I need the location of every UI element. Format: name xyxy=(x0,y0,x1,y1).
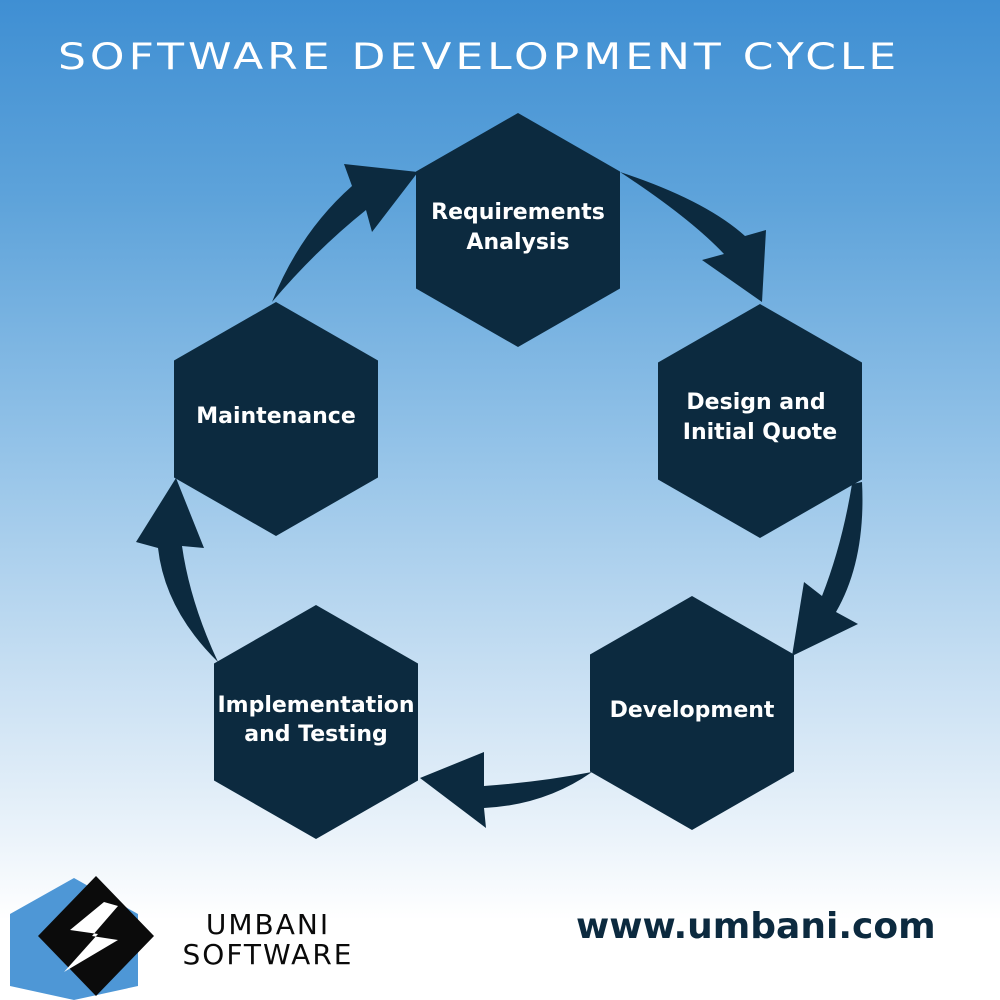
stage-label-line-1: Development xyxy=(610,698,775,723)
hexagon xyxy=(590,596,794,830)
stage-maintenance: Maintenance xyxy=(174,302,378,536)
hexagon xyxy=(658,304,862,538)
arrow-maintenance-to-requirements xyxy=(272,164,418,302)
page-title: SOFTWARE DEVELOPMENT CYCLE xyxy=(58,36,901,78)
stage-label-line-1: Requirements xyxy=(431,200,605,225)
stage-label-line-1: Maintenance xyxy=(196,404,356,429)
website-url: www.umbani.com xyxy=(576,906,936,947)
stage-label-line-2: Analysis xyxy=(466,230,569,255)
stage-development: Development xyxy=(590,596,794,830)
hexagon xyxy=(214,605,418,839)
arrow-design-to-development xyxy=(792,482,863,656)
arrow-implementation-to-maintenance xyxy=(136,478,218,662)
lightning-s-hexagon-icon xyxy=(64,902,118,972)
arrow-requirements-to-design xyxy=(620,172,766,302)
brand-name-line-2: SOFTWARE xyxy=(182,938,354,971)
arrow-development-to-implementation xyxy=(420,752,592,828)
hexagon xyxy=(416,113,620,347)
stage-label-line-2: and Testing xyxy=(244,722,387,747)
stage-implementation-testing: Implementation and Testing xyxy=(214,605,418,839)
stage-requirements-analysis: Requirements Analysis xyxy=(416,113,620,347)
brand-name-line-1: UMBANI xyxy=(205,908,331,941)
stage-design-initial-quote: Design and Initial Quote xyxy=(658,304,862,538)
brand-name: UMBANI SOFTWARE xyxy=(168,910,368,970)
umbani-logo xyxy=(10,876,154,1000)
hexagon xyxy=(174,302,378,536)
cycle-arrows xyxy=(136,164,863,828)
stage-label-line-1: Design and xyxy=(686,390,825,415)
stage-label-line-2: Initial Quote xyxy=(683,420,837,445)
stage-label-line-1: Implementation xyxy=(217,693,414,718)
